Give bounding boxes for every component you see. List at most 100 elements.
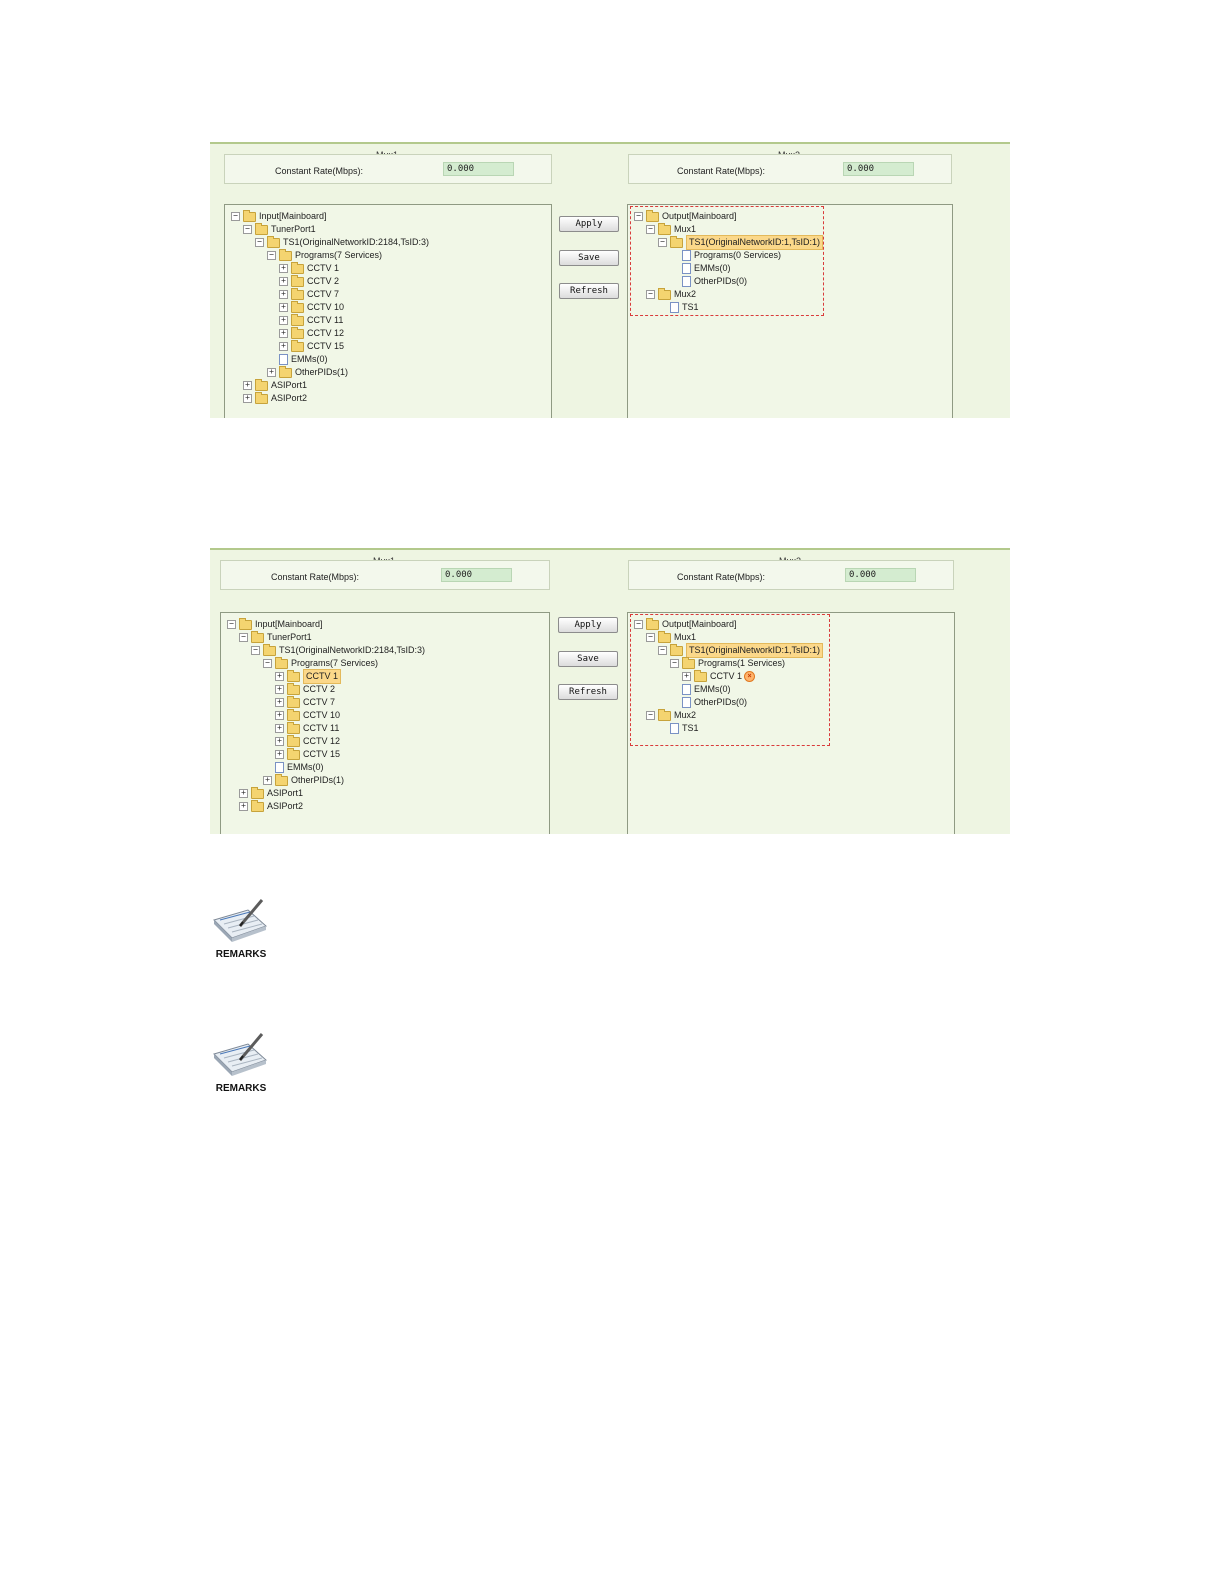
tree-node[interactable]: +ASIPort1 — [239, 786, 303, 800]
tree-node[interactable]: −Programs(7 Services) — [267, 248, 382, 262]
mux1-rate-input[interactable]: 0.000 — [441, 568, 512, 582]
tree-node[interactable]: −TS1(OriginalNetworkID:1,TsID:1) — [658, 235, 824, 250]
tree-node[interactable]: −Programs(1 Services) — [670, 656, 785, 670]
tree-node[interactable]: Programs(0 Services) — [670, 249, 781, 262]
collapse-icon[interactable]: − — [646, 290, 655, 299]
refresh-button[interactable]: Refresh — [559, 283, 619, 299]
save-button[interactable]: Save — [559, 250, 619, 266]
tree-node[interactable]: −Mux2 — [646, 287, 696, 301]
folder-icon — [291, 300, 304, 313]
collapse-icon[interactable]: − — [255, 238, 264, 247]
tree-node[interactable]: EMMs(0) — [267, 353, 328, 366]
tree-node[interactable]: +CCTV 15 — [275, 747, 340, 761]
save-button[interactable]: Save — [558, 651, 618, 667]
collapse-icon[interactable]: − — [239, 633, 248, 642]
collapse-icon[interactable]: − — [658, 238, 667, 247]
expand-icon[interactable]: + — [239, 802, 248, 811]
tree-node[interactable]: +CCTV 10 — [275, 708, 340, 722]
apply-button[interactable]: Apply — [559, 216, 619, 232]
expand-icon[interactable]: + — [243, 381, 252, 390]
folder-icon — [682, 656, 695, 669]
expand-icon[interactable]: + — [275, 750, 284, 759]
tree-node[interactable]: +CCTV 11 — [275, 721, 339, 735]
expand-icon[interactable]: + — [275, 672, 284, 681]
collapse-icon[interactable]: − — [646, 225, 655, 234]
tree-node[interactable]: EMMs(0) — [263, 761, 324, 774]
tree-node[interactable]: +CCTV 15 — [279, 339, 344, 353]
tree-node[interactable]: −TS1(OriginalNetworkID:1,TsID:1) — [658, 643, 824, 658]
tree-node[interactable]: +CCTV 7 — [275, 695, 335, 709]
mux1-rate-input[interactable]: 0.000 — [443, 162, 514, 176]
expand-icon[interactable]: + — [279, 316, 288, 325]
tree-node[interactable]: +CCTV 12 — [279, 326, 344, 340]
folder-icon — [291, 274, 304, 287]
expand-icon[interactable]: + — [279, 329, 288, 338]
tree-node[interactable]: +CCTV 12 — [275, 734, 340, 748]
expand-icon[interactable]: + — [275, 724, 284, 733]
expand-icon[interactable]: + — [275, 737, 284, 746]
tree-node[interactable]: −Output[Mainboard] — [634, 617, 737, 631]
expand-icon[interactable]: + — [263, 776, 272, 785]
tree-node[interactable]: +CCTV 1 — [279, 261, 339, 275]
collapse-icon[interactable]: − — [634, 212, 643, 221]
tree-node[interactable]: +CCTV 10 — [279, 300, 344, 314]
tree-node[interactable]: +ASIPort1 — [243, 378, 307, 392]
tree-node[interactable]: +CCTV 1× — [682, 669, 756, 683]
collapse-icon[interactable]: − — [670, 659, 679, 668]
tree-node[interactable]: +CCTV 2 — [275, 682, 335, 696]
tree-node[interactable]: −Output[Mainboard] — [634, 209, 737, 223]
tree-node[interactable]: EMMs(0) — [670, 262, 731, 275]
collapse-icon[interactable]: − — [658, 646, 667, 655]
tree-node[interactable]: +CCTV 7 — [279, 287, 339, 301]
expand-icon[interactable]: + — [275, 698, 284, 707]
mux2-rate-input[interactable]: 0.000 — [843, 162, 914, 176]
expand-icon[interactable]: + — [279, 264, 288, 273]
tree-node[interactable]: −Programs(7 Services) — [263, 656, 378, 670]
tree-node[interactable]: EMMs(0) — [670, 683, 731, 696]
remove-icon[interactable]: × — [744, 671, 756, 682]
tree-node[interactable]: −TunerPort1 — [243, 222, 316, 236]
tree-node[interactable]: −Mux1 — [646, 222, 696, 236]
refresh-button[interactable]: Refresh — [558, 684, 618, 700]
expand-icon[interactable]: + — [275, 711, 284, 720]
file-icon — [682, 250, 691, 261]
tree-node[interactable]: −TS1(OriginalNetworkID:2184,TsID:3) — [255, 235, 429, 249]
expand-icon[interactable]: + — [243, 394, 252, 403]
apply-button[interactable]: Apply — [558, 617, 618, 633]
collapse-icon[interactable]: − — [227, 620, 236, 629]
collapse-icon[interactable]: − — [267, 251, 276, 260]
mux2-rate-input[interactable]: 0.000 — [845, 568, 916, 582]
tree-node[interactable]: −Mux1 — [646, 630, 696, 644]
tree-node[interactable]: OtherPIDs(0) — [670, 275, 747, 288]
collapse-icon[interactable]: − — [231, 212, 240, 221]
tree-node[interactable]: +CCTV 2 — [279, 274, 339, 288]
expand-icon[interactable]: + — [279, 277, 288, 286]
collapse-icon[interactable]: − — [634, 620, 643, 629]
tree-node[interactable]: −Mux2 — [646, 708, 696, 722]
expand-icon[interactable]: + — [279, 342, 288, 351]
tree-node[interactable]: TS1 — [658, 301, 699, 314]
tree-node[interactable]: +OtherPIDs(1) — [263, 773, 344, 787]
tree-node[interactable]: −TunerPort1 — [239, 630, 312, 644]
expand-icon[interactable]: + — [682, 672, 691, 681]
tree-node[interactable]: +ASIPort2 — [239, 799, 303, 813]
tree-node[interactable]: +ASIPort2 — [243, 391, 307, 405]
expand-icon[interactable]: + — [267, 368, 276, 377]
tree-node[interactable]: +CCTV 11 — [279, 313, 343, 327]
tree-node[interactable]: OtherPIDs(0) — [670, 696, 747, 709]
collapse-icon[interactable]: − — [243, 225, 252, 234]
expand-icon[interactable]: + — [275, 685, 284, 694]
expand-icon[interactable]: + — [279, 303, 288, 312]
collapse-icon[interactable]: − — [646, 633, 655, 642]
collapse-icon[interactable]: − — [263, 659, 272, 668]
tree-node[interactable]: TS1 — [658, 722, 699, 735]
tree-node[interactable]: −Input[Mainboard] — [227, 617, 323, 631]
tree-node[interactable]: −Input[Mainboard] — [231, 209, 327, 223]
tree-node[interactable]: +CCTV 1 — [275, 669, 342, 684]
expand-icon[interactable]: + — [239, 789, 248, 798]
collapse-icon[interactable]: − — [646, 711, 655, 720]
expand-icon[interactable]: + — [279, 290, 288, 299]
tree-node[interactable]: −TS1(OriginalNetworkID:2184,TsID:3) — [251, 643, 425, 657]
collapse-icon[interactable]: − — [251, 646, 260, 655]
tree-node[interactable]: +OtherPIDs(1) — [267, 365, 348, 379]
